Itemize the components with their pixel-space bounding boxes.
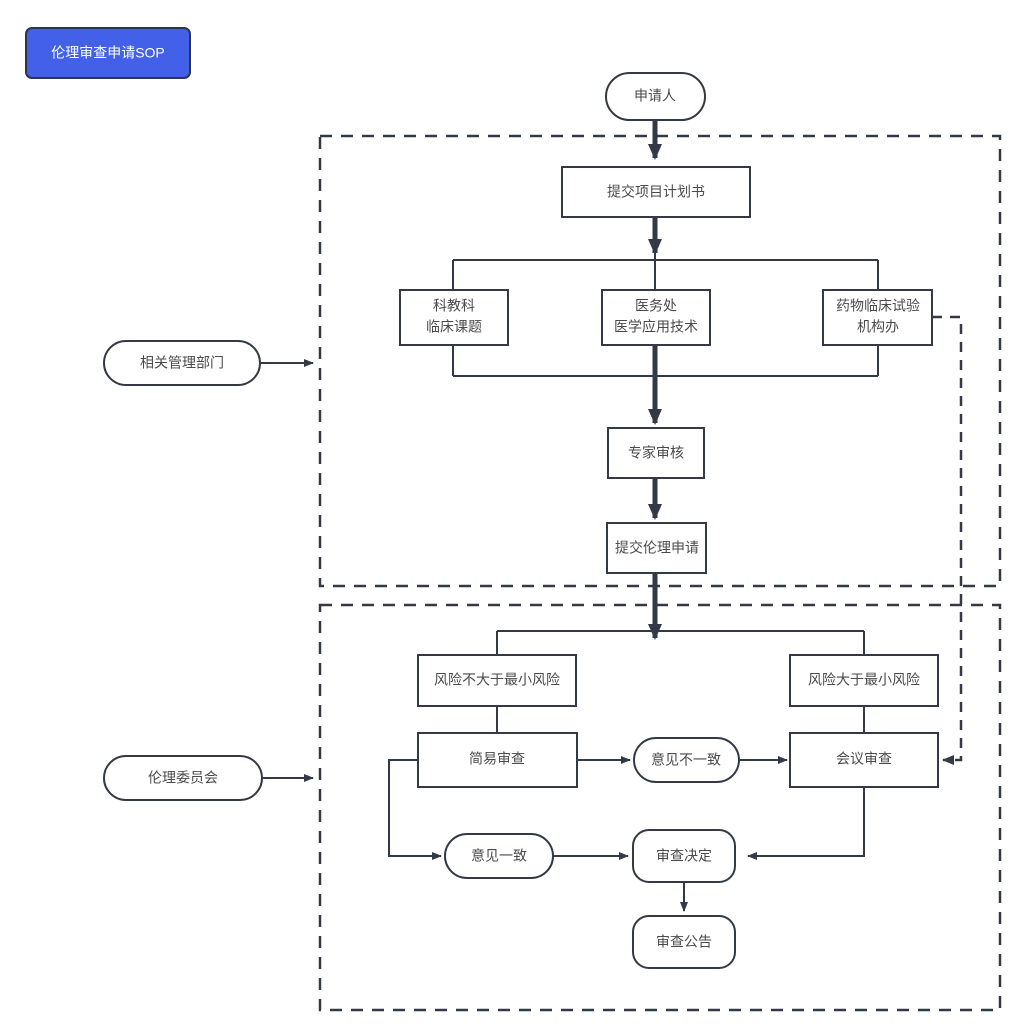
lane-label-management[interactable]: 相关管理部门 [103, 340, 261, 386]
node-meeting-review-shape [789, 732, 939, 788]
edge-meeting-review-to-review-decision [747, 787, 865, 860]
node-meeting-review-label: 会议审查 [836, 751, 892, 767]
node-applicant[interactable]: 申请人 [605, 72, 706, 121]
node-submit-ethics[interactable]: 提交伦理申请 [606, 522, 707, 574]
node-dept-medical[interactable]: 医务处 医学应用技术 [601, 289, 711, 346]
lane-label-ethics-text: 伦理委员会 [148, 770, 218, 786]
node-risk-greater-label: 风险大于最小风险 [808, 672, 920, 688]
title-badge[interactable]: 伦理审查申请SOP [25, 27, 191, 79]
node-applicant-label: 申请人 [634, 88, 676, 104]
node-opinion-agree[interactable]: 意见一致 [444, 833, 554, 879]
node-simple-review-shape [417, 732, 578, 788]
node-dept-medical-label-line2: 医学应用技术 [614, 319, 698, 335]
node-review-announcement-label: 审查公告 [656, 934, 712, 950]
node-review-announcement-shape [632, 915, 736, 969]
node-opinion-disagree-label: 意见不一致 [651, 752, 721, 768]
node-opinion-agree-shape [444, 833, 554, 879]
node-submit-plan-label: 提交项目计划书 [607, 184, 705, 200]
node-opinion-disagree[interactable]: 意见不一致 [633, 737, 740, 783]
node-dept-drug-trial-label-line1: 药物临床试验 [836, 298, 920, 314]
lane-container-management [318, 134, 1002, 588]
node-expert-review[interactable]: 专家审核 [607, 427, 705, 479]
node-opinion-agree-label: 意见一致 [471, 848, 527, 864]
node-applicant-shape [605, 72, 706, 121]
lane-label-management-text: 相关管理部门 [140, 355, 224, 371]
node-dept-medical-shape [601, 289, 711, 346]
title-badge-label: 伦理审查申请SOP [51, 45, 165, 61]
node-review-announcement[interactable]: 审查公告 [632, 915, 736, 969]
node-review-decision[interactable]: 审查决定 [632, 829, 736, 883]
node-simple-review[interactable]: 简易审查 [417, 732, 578, 788]
node-dept-research-shape [399, 289, 509, 346]
node-submit-ethics-label: 提交伦理申请 [615, 540, 699, 556]
node-review-decision-label: 审查决定 [656, 848, 712, 864]
node-submit-plan-shape [561, 166, 751, 218]
node-dept-drug-trial-label-line2: 机构办 [857, 319, 899, 335]
node-submit-plan[interactable]: 提交项目计划书 [561, 166, 751, 218]
node-risk-not-greater-label: 风险不大于最小风险 [434, 672, 560, 688]
node-dept-research[interactable]: 科教科 临床课题 [399, 289, 509, 346]
node-submit-ethics-shape [606, 522, 707, 574]
node-risk-not-greater[interactable]: 风险不大于最小风险 [417, 654, 577, 707]
node-dept-drug-trial[interactable]: 药物临床试验 机构办 [822, 289, 933, 346]
node-expert-review-label: 专家审核 [628, 445, 684, 461]
node-dept-medical-label-line1: 医务处 [635, 298, 677, 314]
node-meeting-review[interactable]: 会议审查 [789, 732, 939, 788]
title-badge-rect [25, 27, 191, 79]
node-risk-greater-shape [789, 654, 939, 707]
node-simple-review-label: 简易审查 [469, 751, 525, 767]
node-expert-review-shape [607, 427, 705, 479]
node-review-decision-shape [632, 829, 736, 883]
node-risk-not-greater-shape [417, 654, 577, 707]
node-dept-drug-trial-shape [822, 289, 933, 346]
node-dept-research-label-line1: 科教科 [433, 298, 475, 314]
node-opinion-disagree-shape [633, 737, 740, 783]
node-risk-greater[interactable]: 风险大于最小风险 [789, 654, 939, 707]
edge-simple-review-to-opinion-agree [388, 759, 442, 860]
lane-label-ethics[interactable]: 伦理委员会 [103, 755, 263, 801]
lane-container-ethics [318, 603, 1002, 1012]
node-dept-research-label-line2: 临床课题 [426, 319, 482, 335]
